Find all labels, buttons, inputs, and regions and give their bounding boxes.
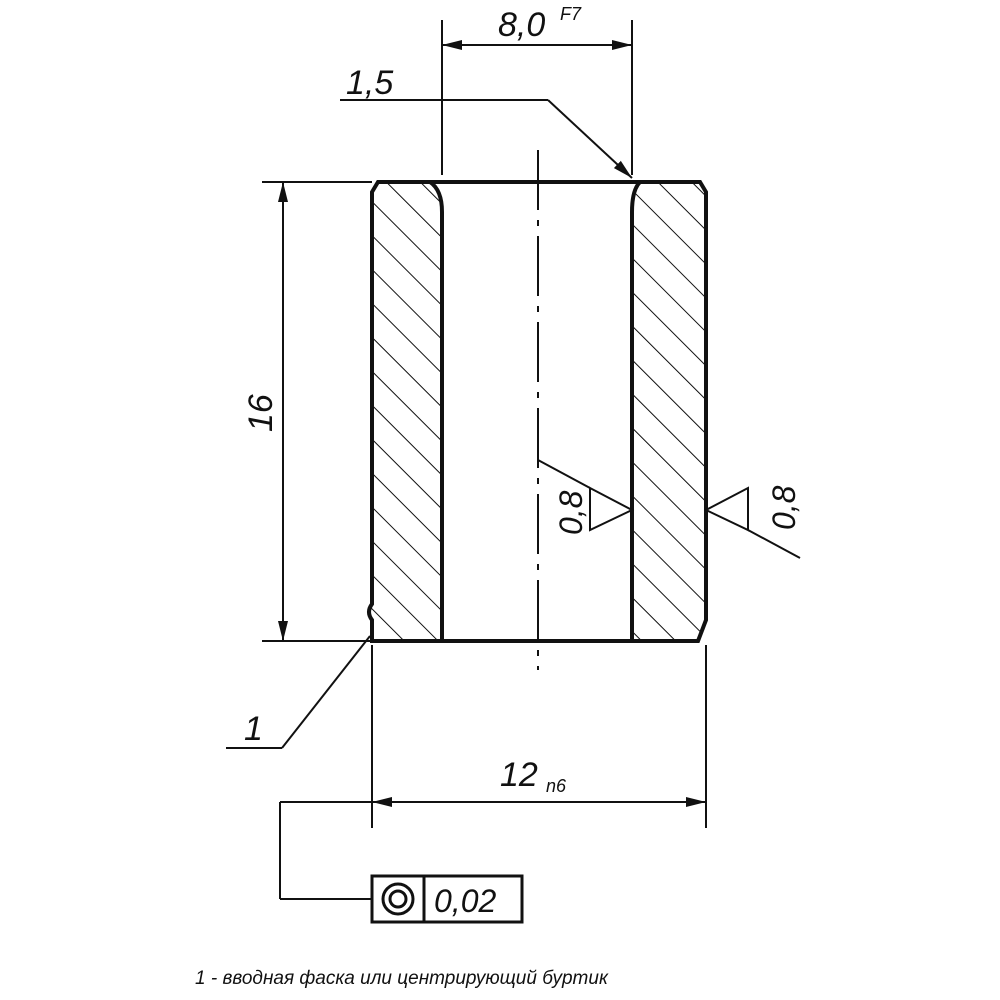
length-label: 16 <box>242 394 280 432</box>
chamfer-leader <box>340 99 633 179</box>
left-wall-section <box>367 180 444 643</box>
concentricity-value: 0,02 <box>434 883 496 919</box>
outer-tolerance-label: n6 <box>546 776 567 796</box>
roughness-outer-label: 0,8 <box>766 485 802 530</box>
right-wall-section <box>630 180 708 643</box>
roughness-inner-symbol <box>537 459 635 532</box>
roughness-outer-symbol <box>703 486 801 559</box>
caption-note: 1 - вводная фаска или центрирующий бурти… <box>195 968 608 989</box>
bore-dimension <box>441 20 633 175</box>
roughness-inner-label: 0,8 <box>553 490 589 535</box>
bore-diameter-label: 8,0 <box>498 6 545 44</box>
callout-leader <box>226 635 371 749</box>
tolerance-frame <box>370 874 524 924</box>
length-dimension <box>262 181 372 642</box>
tolerance-frame-leader <box>279 801 372 900</box>
concentricity-icon <box>381 882 415 916</box>
chamfer-label: 1,5 <box>346 64 393 102</box>
callout-number: 1 <box>244 710 263 748</box>
outer-dimension <box>371 645 707 828</box>
outer-diameter-label: 12 <box>500 756 538 794</box>
bore-tolerance-label: F7 <box>560 4 582 24</box>
